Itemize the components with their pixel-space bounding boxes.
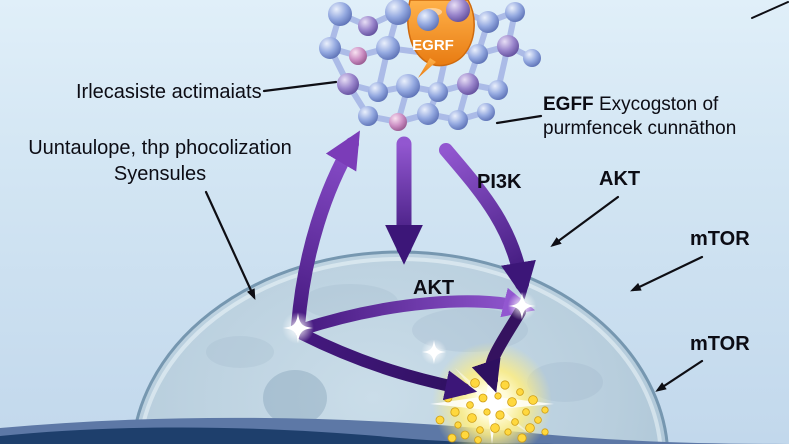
arrow-inner-right: [294, 287, 536, 336]
label-mtor-lower: mTOR: [690, 333, 750, 355]
arrow-feedback-up: [291, 130, 360, 333]
pointer-akt-outer: [550, 195, 620, 247]
arrow-inner-to-glow-left: [296, 328, 478, 401]
pointer-top-left: [262, 80, 338, 93]
pointer-lines: [204, 1, 789, 392]
cell-body: [131, 250, 669, 444]
receptor-label: EGRF: [412, 37, 454, 54]
molecule-spheres: [319, 0, 541, 131]
label-pi3k: PI3K: [477, 171, 522, 193]
label-egff-description: EGFF Exycogston of purmfencek cunnāthon: [543, 93, 736, 142]
receptor-molecule: EGRF: [319, 0, 541, 131]
label-mtor-upper: mTOR: [690, 228, 750, 250]
signal-arrows: [291, 130, 536, 401]
label-akt-inner: AKT: [413, 277, 455, 299]
arrow-inner-to-glow-right: [471, 306, 526, 393]
corner-line: [751, 1, 789, 19]
sparkle-icon: [507, 291, 537, 321]
cell-organelle: [263, 370, 327, 426]
label-egff-bold: EGFF: [543, 94, 594, 115]
sparkle-icon: [421, 339, 447, 365]
sparkle-icon: [282, 312, 314, 344]
label-egff-line1: EGFF Exycogston of: [543, 93, 736, 117]
label-egff-rest: Exycogston of: [593, 94, 719, 115]
label-top-left: Irlecasiste actimaiats: [76, 81, 262, 103]
pointer-top-right: [495, 114, 543, 125]
label-akt-outer: AKT: [599, 168, 641, 190]
label-egff-line2: purmfencek cunnāthon: [543, 118, 737, 140]
bottom-membrane-shading: [0, 417, 789, 444]
pointer-mtor-lower: [655, 359, 704, 392]
arrow-pi3k-down: [439, 143, 536, 300]
label-mid-left-line2: Syensules: [113, 162, 207, 185]
pointer-mtor-upper: [630, 255, 704, 292]
label-mid-left-line1: Uuntaulope, thp phocolization: [28, 137, 292, 159]
pointer-syensules: [204, 190, 256, 301]
label-mid-left: Uuntaulope, thp phocolization Syensules: [5, 136, 315, 187]
